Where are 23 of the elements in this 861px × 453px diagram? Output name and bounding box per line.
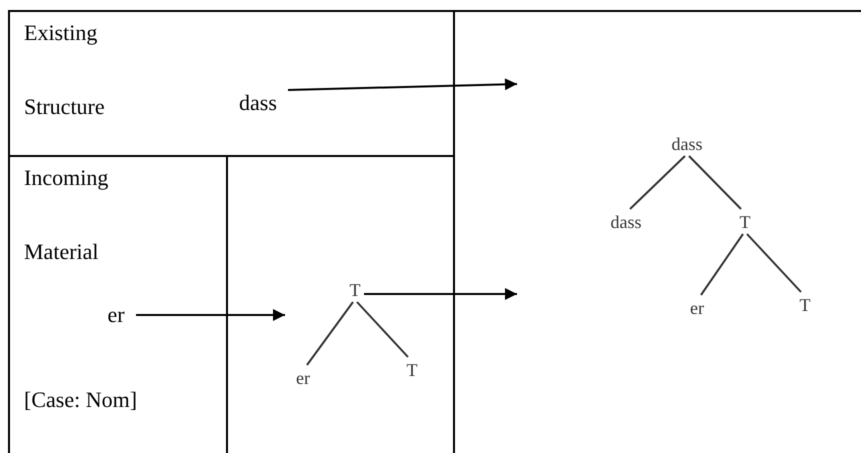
table-cell: [8, 10, 455, 157]
tree-node-label: er: [292, 368, 314, 388]
tree-branch: [356, 301, 409, 358]
word-label: er: [96, 302, 136, 328]
arrow: [136, 309, 285, 321]
tree-node-label: dass: [665, 134, 709, 154]
tree-node-label: er: [686, 298, 708, 318]
tree-branch: [688, 155, 742, 210]
cell-label: [Case: Nom]: [24, 386, 138, 414]
tree-node-label: dass: [604, 212, 648, 232]
tree-branch: [629, 155, 686, 210]
arrow: [288, 78, 518, 91]
cell-label: Existing Structure: [24, 19, 106, 121]
tree-node-label: T: [346, 280, 364, 300]
table-cell: [8, 157, 228, 453]
tree-branch: [306, 301, 354, 366]
tree-branch: [700, 233, 744, 296]
arrow: [364, 288, 517, 300]
tree-node-label: T: [796, 295, 814, 315]
word-label: dass: [228, 90, 288, 116]
tree-branch: [746, 233, 802, 293]
tree-node-label: T: [403, 360, 421, 380]
tree-node-label: T: [736, 212, 754, 232]
